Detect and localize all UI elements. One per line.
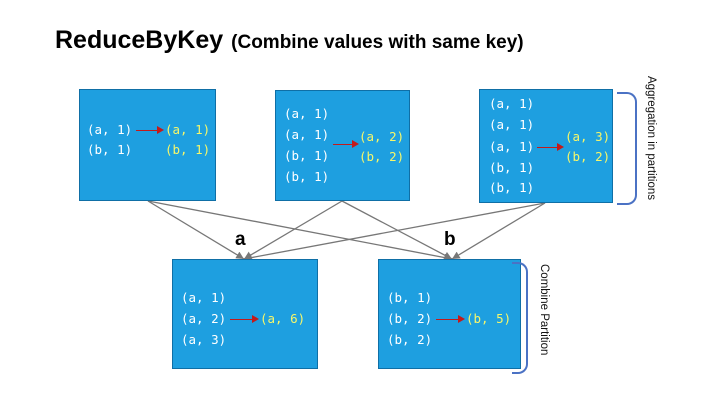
combined-a-output: (a, 6) bbox=[260, 311, 306, 326]
combined-box-a: (a, 1) (a, 2) (a, 3) (a, 6) bbox=[172, 259, 318, 369]
partition-1-input-1: (a, 1) bbox=[87, 122, 133, 137]
partition-box-2: (a, 1) (a, 1) (b, 1) (b, 1) (a, 2) (b, 2… bbox=[275, 90, 410, 201]
aggregation-label: Aggregation in partitions bbox=[645, 76, 657, 201]
partition-2-output-2: (b, 2) bbox=[359, 149, 405, 164]
combined-b-input-2: (b, 2) bbox=[387, 311, 433, 326]
title-main: ReduceByKey bbox=[55, 26, 224, 54]
combined-box-b: (b, 1) (b, 2) (b, 2) (b, 5) bbox=[378, 259, 521, 369]
partition-3-input-2: (a, 1) bbox=[489, 117, 535, 132]
partition-1-input-2: (b, 1) bbox=[87, 142, 133, 157]
partition-3-reduce-arrow bbox=[537, 142, 564, 151]
combined-b-reduce-arrow bbox=[436, 314, 465, 323]
shuffle-line-p1-a bbox=[147, 200, 245, 260]
combined-b-output: (b, 5) bbox=[466, 311, 512, 326]
key-label-b: b bbox=[444, 229, 456, 250]
partition-3-input-1: (a, 1) bbox=[489, 96, 535, 111]
partition-3-input-5: (b, 1) bbox=[489, 180, 535, 195]
shuffle-line-p3-a bbox=[243, 202, 546, 262]
partition-2-output-1: (a, 2) bbox=[359, 129, 405, 144]
partition-3-input-4: (b, 1) bbox=[489, 160, 535, 175]
partition-2-input-2: (a, 1) bbox=[284, 127, 330, 142]
partition-1-output-1: (a, 1) bbox=[165, 122, 211, 137]
combined-a-reduce-arrow bbox=[230, 314, 259, 323]
combined-a-input-3: (a, 3) bbox=[181, 332, 227, 347]
partition-2-input-1: (a, 1) bbox=[284, 106, 330, 121]
partition-3-output-2: (b, 2) bbox=[565, 149, 611, 164]
partition-2-reduce-arrow bbox=[333, 139, 359, 148]
partition-1-output-2: (b, 1) bbox=[165, 142, 211, 157]
partition-3-input-3: (a, 1) bbox=[489, 139, 535, 154]
partition-2-input-3: (b, 1) bbox=[284, 148, 330, 163]
page-title: ReduceByKey (Combine values with same key… bbox=[55, 26, 524, 55]
combine-label: Combine Partition bbox=[538, 264, 550, 356]
key-label-a: a bbox=[235, 229, 246, 250]
title-subtitle: (Combine values with same key) bbox=[231, 32, 524, 53]
partition-box-3: (a, 1) (a, 1) (a, 1) (b, 1) (b, 1) (a, 3… bbox=[479, 89, 613, 203]
partition-3-output-1: (a, 3) bbox=[565, 129, 611, 144]
combined-a-input-1: (a, 1) bbox=[181, 290, 227, 305]
partition-box-1: (a, 1) (b, 1) (a, 1) (b, 1) bbox=[79, 89, 216, 201]
partition-1-reduce-arrow bbox=[136, 125, 164, 134]
aggregation-bracket bbox=[617, 92, 637, 205]
combine-bracket bbox=[512, 262, 528, 374]
shuffle-line-p3-b bbox=[451, 202, 546, 260]
combined-b-input-3: (b, 2) bbox=[387, 332, 433, 347]
shuffle-line-p2-a bbox=[243, 200, 343, 260]
combined-b-input-1: (b, 1) bbox=[387, 290, 433, 305]
shuffle-line-p1-b bbox=[147, 200, 453, 262]
combined-a-input-2: (a, 2) bbox=[181, 311, 227, 326]
partition-2-input-4: (b, 1) bbox=[284, 169, 330, 184]
